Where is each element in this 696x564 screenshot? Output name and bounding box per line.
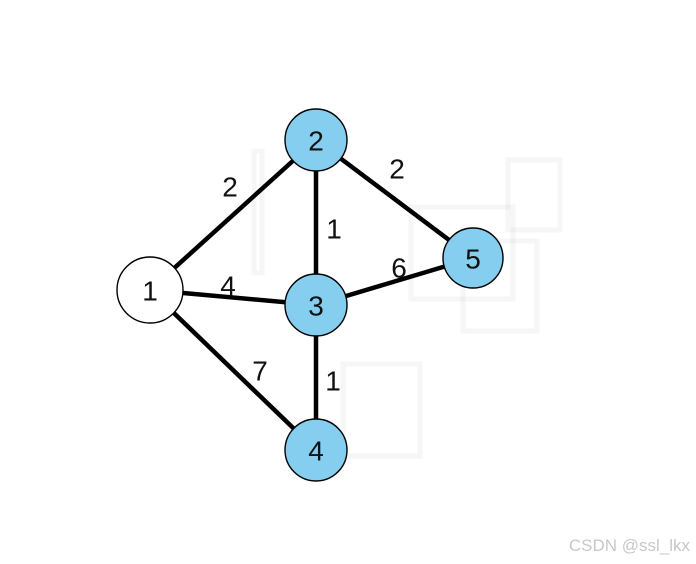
graph-node-2 — [284, 108, 348, 172]
watermark-ghost-shape — [254, 151, 262, 273]
graph-node-5 — [442, 227, 504, 289]
edge-1-4 — [148, 288, 318, 452]
edge-weights: 2 2 1 4 6 7 1 — [220, 154, 407, 397]
node-label-2: 2 — [308, 126, 324, 157]
edge-weight-3-4: 1 — [325, 366, 341, 397]
watermark-ghost-shape — [343, 364, 420, 456]
watermark-ghost-shape — [508, 160, 560, 230]
edge-weight-1-4: 7 — [252, 356, 268, 387]
graph-node-3 — [284, 273, 348, 337]
graph-node-1 — [116, 256, 184, 324]
graph-node-4 — [284, 418, 348, 482]
edge-weight-2-3: 1 — [326, 214, 342, 245]
edge-1-2 — [148, 138, 318, 292]
node-label-1: 1 — [142, 276, 158, 307]
nodes — [116, 108, 504, 482]
edge-weight-3-5: 6 — [391, 253, 407, 284]
node-labels: 1 2 3 4 5 — [142, 126, 481, 467]
node-label-5: 5 — [465, 244, 481, 275]
edge-weight-1-3: 4 — [220, 271, 236, 302]
node-label-3: 3 — [308, 291, 324, 322]
node-label-4: 4 — [308, 436, 324, 467]
edge-weight-2-5: 2 — [389, 154, 405, 185]
edge-2-5 — [314, 138, 475, 260]
edge-weight-1-2: 2 — [222, 172, 238, 203]
csdn-watermark: CSDN @ssl_lkx — [569, 536, 691, 555]
